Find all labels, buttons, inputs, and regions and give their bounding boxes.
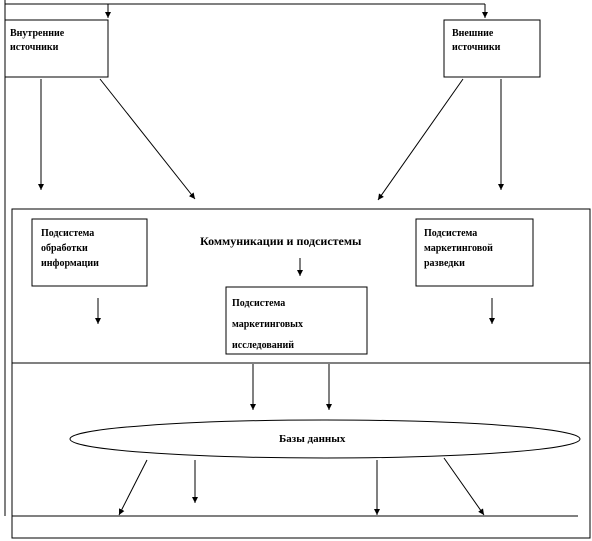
- arrow-external-diagonal: [377, 78, 464, 201]
- intelligence-subsystem-box: [415, 218, 534, 287]
- arrow-internal-diagonal: [99, 78, 196, 200]
- databases-ellipse: [69, 419, 581, 459]
- research-subsystem-box: [225, 286, 368, 355]
- processing-subsystem-box: [31, 218, 148, 287]
- internal-sources-label: Внутренние источники: [10, 28, 65, 53]
- internal-sources-box: [4, 19, 109, 78]
- arrow-db-out-1: [118, 459, 148, 516]
- external-sources-box: [443, 19, 541, 78]
- external-sources-label: Внешние источники: [452, 28, 501, 53]
- subsystems-container: [11, 208, 591, 539]
- databases-label: Базы данных: [279, 433, 346, 445]
- intelligence-subsystem-label: Подсистема маркетинговой разведки: [424, 228, 493, 269]
- communications-label: Коммуникации и подсистемы: [200, 234, 362, 248]
- outer-frame: [4, 0, 485, 516]
- arrow-db-out-4: [443, 457, 485, 516]
- processing-subsystem-label: Подсистема обработки информации: [41, 228, 99, 269]
- research-subsystem-label: Подсистема маркетинговых исследований: [232, 298, 303, 351]
